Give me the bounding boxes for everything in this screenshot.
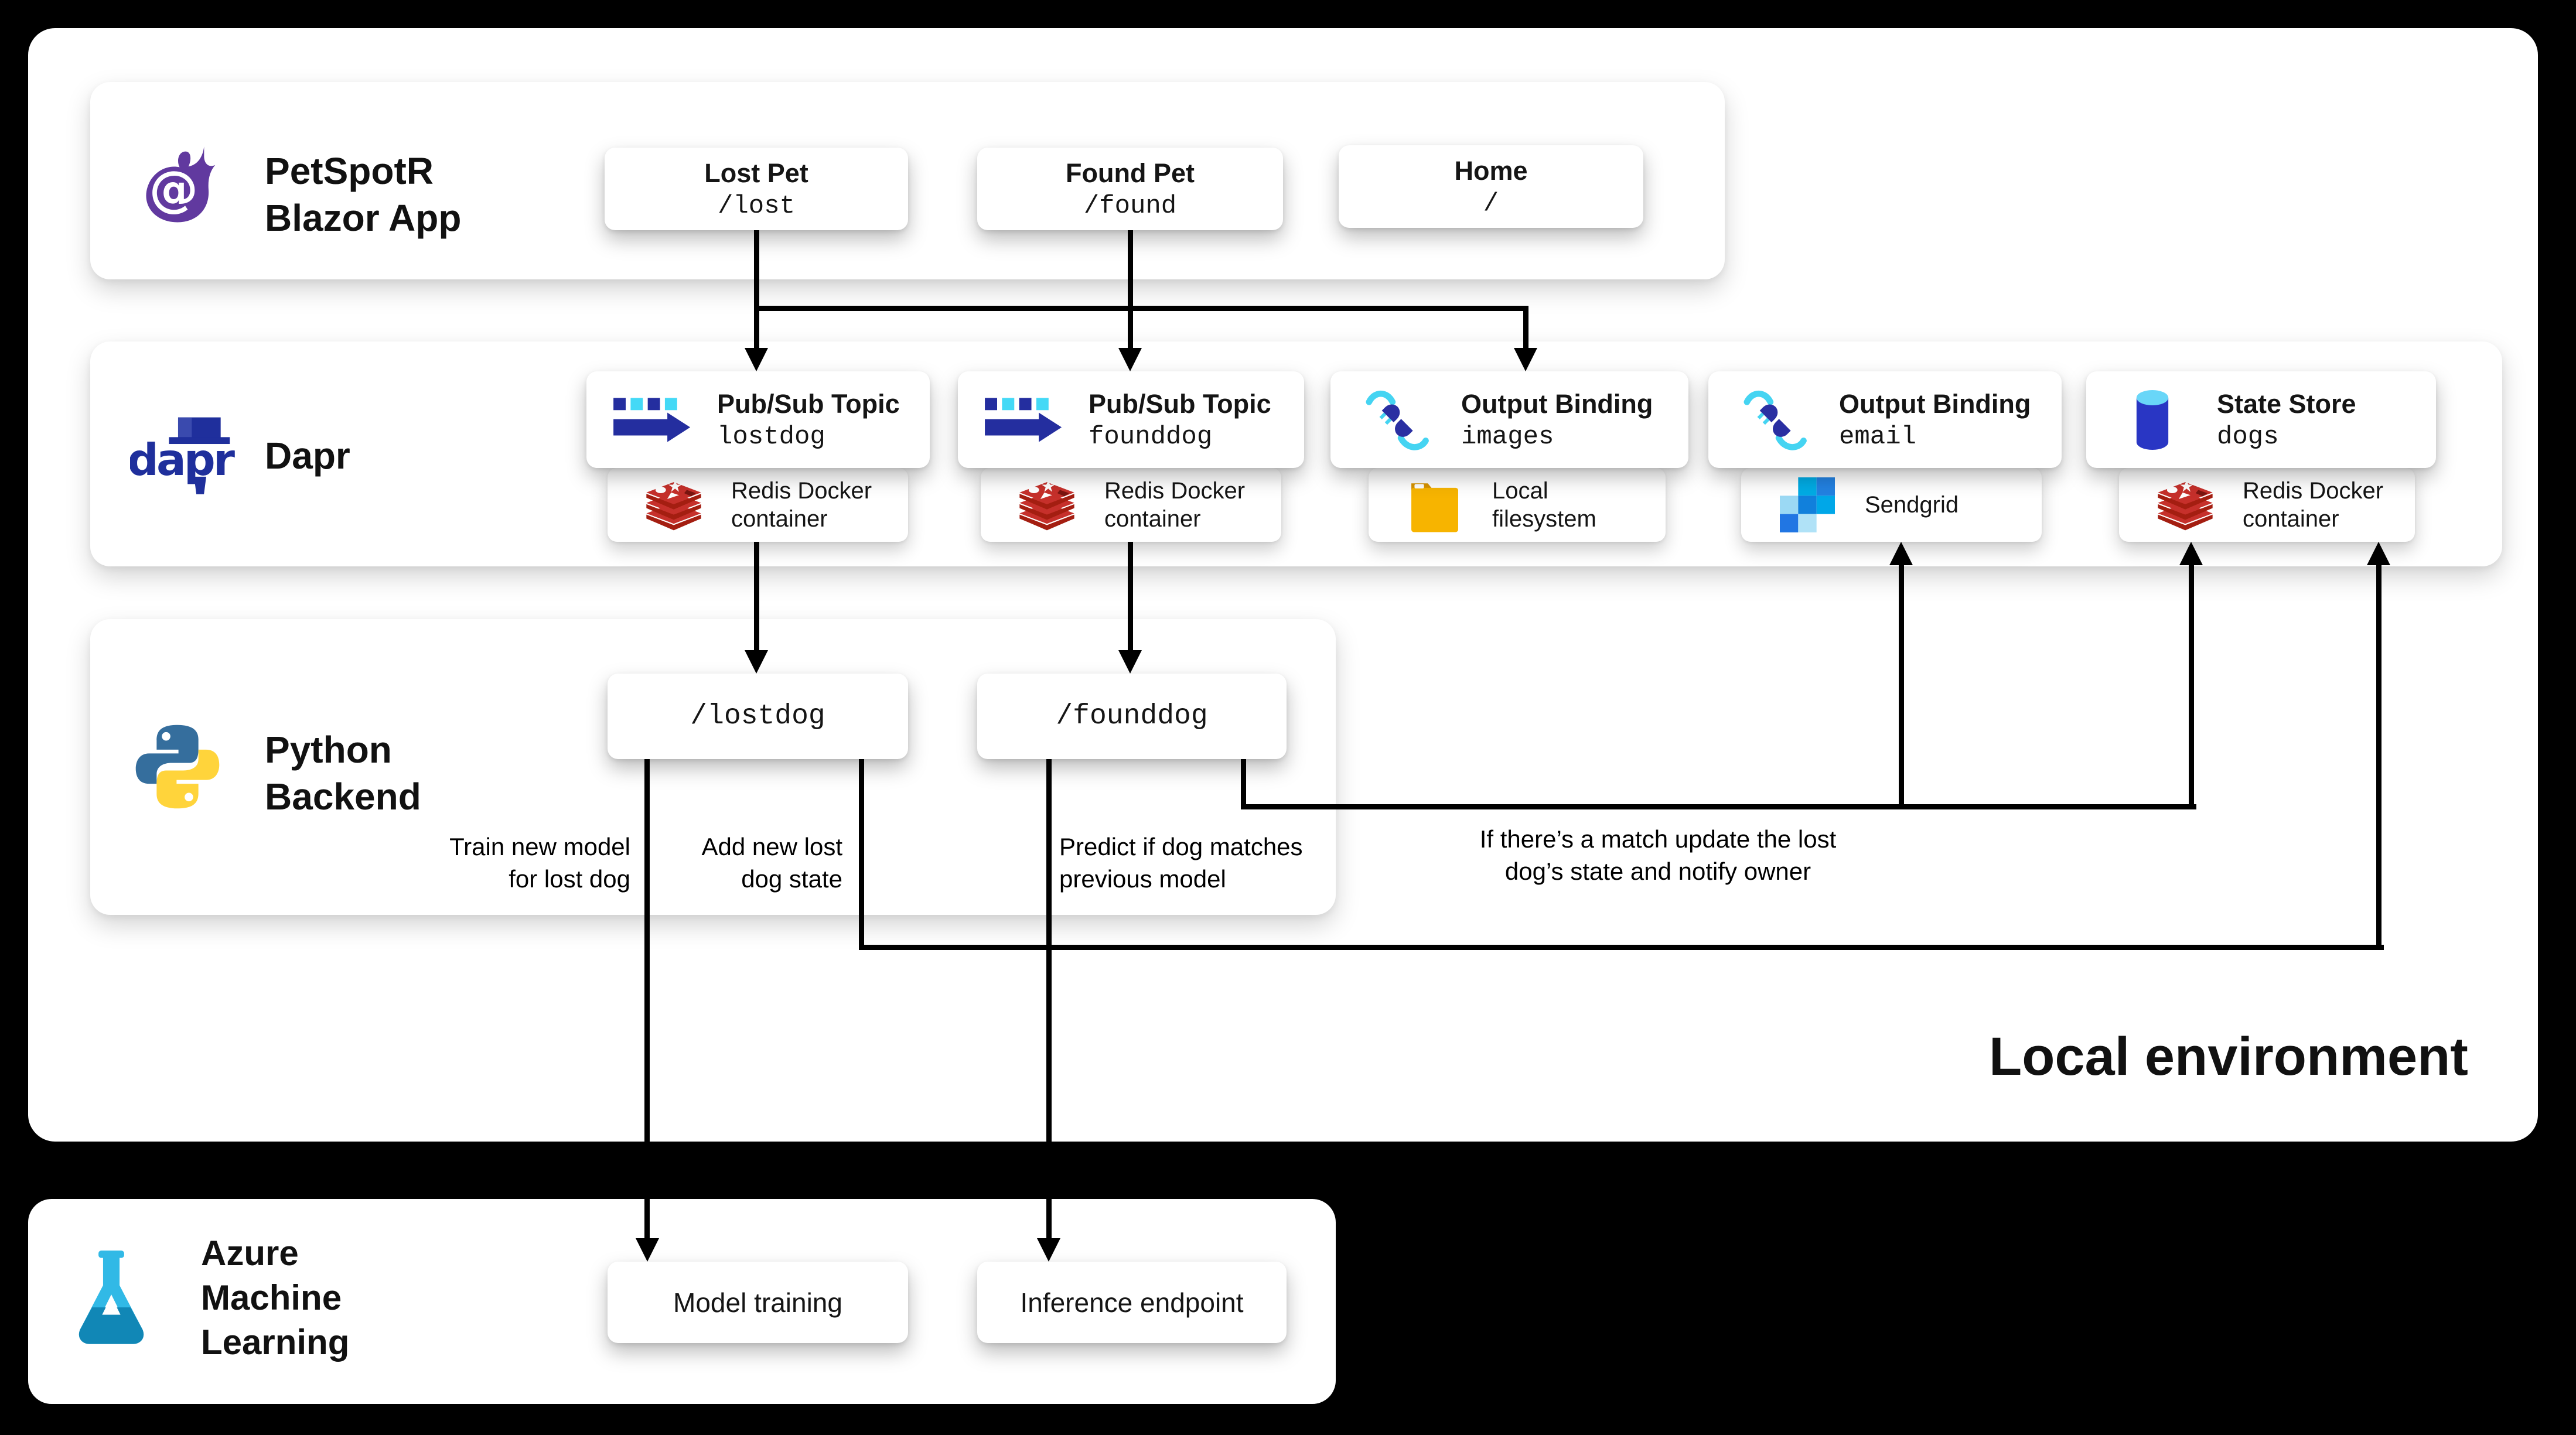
- dapr-logo-icon: dapr: [127, 416, 282, 495]
- component-name: email: [1839, 422, 1917, 452]
- sendgrid-icon: [1770, 477, 1844, 532]
- node-found-pet-page: Found Pet /found: [977, 148, 1283, 230]
- connector-founddog-match-horizontal: [1241, 804, 2196, 809]
- component-name: lostdog: [717, 422, 825, 452]
- implementation-label: Redis Docker container: [1104, 478, 1246, 532]
- node-lostdog-endpoint: /lostdog: [608, 674, 908, 759]
- connector-lostdog-redis-to-lostdog-endpoint: [754, 542, 759, 651]
- connector-founddog-to-inference-endpoint: [1046, 759, 1052, 1239]
- endpoint-path: /founddog: [1056, 701, 1208, 732]
- node-path: /: [1483, 189, 1499, 218]
- connector-lostdog-statestore-vertical: [859, 759, 864, 950]
- component-kind: State Store: [2217, 388, 2356, 419]
- node-model-training: Model training: [608, 1262, 908, 1343]
- database-icon: [2110, 387, 2195, 453]
- arrowhead: [1118, 348, 1142, 371]
- arrowhead: [1514, 348, 1537, 371]
- arrowhead: [636, 1238, 659, 1262]
- component-name: dogs: [2217, 422, 2279, 452]
- implementation-label: Redis Docker container: [2243, 478, 2384, 532]
- implementation-label: Sendgrid: [1865, 492, 1959, 518]
- pubsub-icon: [610, 393, 695, 447]
- connector-lostpet-to-lostdog-topic: [754, 230, 759, 351]
- endpoint-path: /lostdog: [690, 701, 825, 732]
- node-local-filesystem: Local filesystem: [1369, 468, 1666, 542]
- redis-icon: [1010, 476, 1083, 534]
- node-redis-container-dogs: Redis Docker container: [2119, 468, 2415, 542]
- component-kind: Pub/Sub Topic: [1089, 388, 1271, 419]
- service-label: Model training: [673, 1287, 842, 1318]
- service-label: Inference endpoint: [1020, 1287, 1244, 1318]
- annotation-predict-match: Predict if dog matches previous model: [1059, 833, 1303, 893]
- implementation-label: Redis Docker container: [731, 478, 872, 532]
- node-label: Lost Pet: [704, 158, 808, 188]
- node-path: /lost: [717, 191, 796, 221]
- node-path: /found: [1083, 191, 1177, 221]
- connector-lostdog-statestore-horizontal: [859, 945, 2384, 950]
- node-lost-pet-page: Lost Pet /lost: [605, 148, 908, 230]
- node-redis-container-founddog: Redis Docker container: [981, 468, 1281, 542]
- azure-ml-icon: [64, 1249, 158, 1349]
- node-output-binding-images: Output Binding images: [1330, 371, 1688, 468]
- component-kind: Output Binding: [1461, 388, 1653, 419]
- arrowhead: [2367, 542, 2390, 565]
- blazor-title-line2: Blazor App: [265, 197, 462, 239]
- node-founddog-endpoint: /founddog: [977, 674, 1287, 759]
- node-pubsub-lostdog: Pub/Sub Topic lostdog: [586, 371, 930, 468]
- redis-icon: [637, 476, 710, 534]
- arrowhead: [2179, 542, 2203, 565]
- python-title-line1: Python: [265, 729, 392, 771]
- python-icon: [130, 719, 225, 814]
- connector-founddog-redis-to-founddog-endpoint: [1128, 542, 1133, 651]
- azure-title-line1: Azure: [201, 1234, 299, 1273]
- arrowhead: [1889, 542, 1913, 565]
- connector-lostdog-to-model-training: [644, 759, 650, 1239]
- arrowhead: [1037, 1238, 1060, 1262]
- azure-ml-row-title: Azure Machine Learning: [201, 1231, 349, 1365]
- connector-founddog-match-vertical: [1241, 759, 1246, 809]
- python-title-line2: Backend: [265, 775, 421, 818]
- blazor-row-title: PetSpotR Blazor App: [265, 148, 461, 241]
- redis-icon: [2148, 476, 2222, 534]
- blazor-title-line1: PetSpotR: [265, 150, 434, 192]
- node-sendgrid: Sendgrid: [1741, 468, 2042, 542]
- binding-icon: [1732, 385, 1817, 455]
- svg-text:dapr: dapr: [130, 434, 235, 486]
- annotation-add-new-lost-dog-state: Add new lost dog state: [701, 833, 842, 893]
- pubsub-icon: [981, 393, 1066, 447]
- arrowhead: [1118, 650, 1142, 674]
- node-output-binding-email: Output Binding email: [1708, 371, 2062, 468]
- connector-foundpet-to-founddog-topic: [1128, 230, 1133, 351]
- arrowhead: [745, 348, 768, 371]
- annotation-train-new-model: Train new model for lost dog: [449, 833, 630, 893]
- local-environment-label: Local environment: [1989, 1027, 2468, 1086]
- node-redis-container-lostdog: Redis Docker container: [608, 468, 908, 542]
- implementation-label: Local filesystem: [1492, 478, 1596, 532]
- component-name: images: [1461, 422, 1554, 452]
- connector-statestore-right-up: [2376, 563, 2381, 950]
- connector-match-to-statestore: [2189, 564, 2194, 809]
- node-home-page: Home /: [1339, 145, 1643, 228]
- node-label: Found Pet: [1066, 158, 1195, 188]
- arrowhead: [745, 650, 768, 674]
- node-inference-endpoint: Inference endpoint: [977, 1262, 1287, 1343]
- dapr-row-title: Dapr: [265, 435, 350, 477]
- annotation-match-update-notify: If there’s a match update the lost dog’s…: [1479, 825, 1837, 885]
- azure-title-line2: Machine: [201, 1278, 342, 1317]
- binding-icon: [1354, 385, 1439, 455]
- node-state-store-dogs: State Store dogs: [2086, 371, 2436, 468]
- blazor-icon: @: [134, 144, 223, 233]
- component-kind: Pub/Sub Topic: [717, 388, 900, 419]
- component-name: founddog: [1089, 422, 1213, 452]
- azure-title-line3: Learning: [201, 1323, 350, 1362]
- folder-icon: [1398, 473, 1471, 537]
- connector-lostpet-branch-horizontal: [754, 306, 1528, 311]
- python-row-title: Python Backend: [265, 726, 421, 820]
- connector-match-to-sendgrid: [1899, 564, 1904, 804]
- svg-text:@: @: [149, 160, 199, 217]
- node-label: Home: [1454, 155, 1528, 186]
- connector-branch-to-images-binding: [1523, 306, 1528, 351]
- node-pubsub-founddog: Pub/Sub Topic founddog: [958, 371, 1304, 468]
- component-kind: Output Binding: [1839, 388, 2031, 419]
